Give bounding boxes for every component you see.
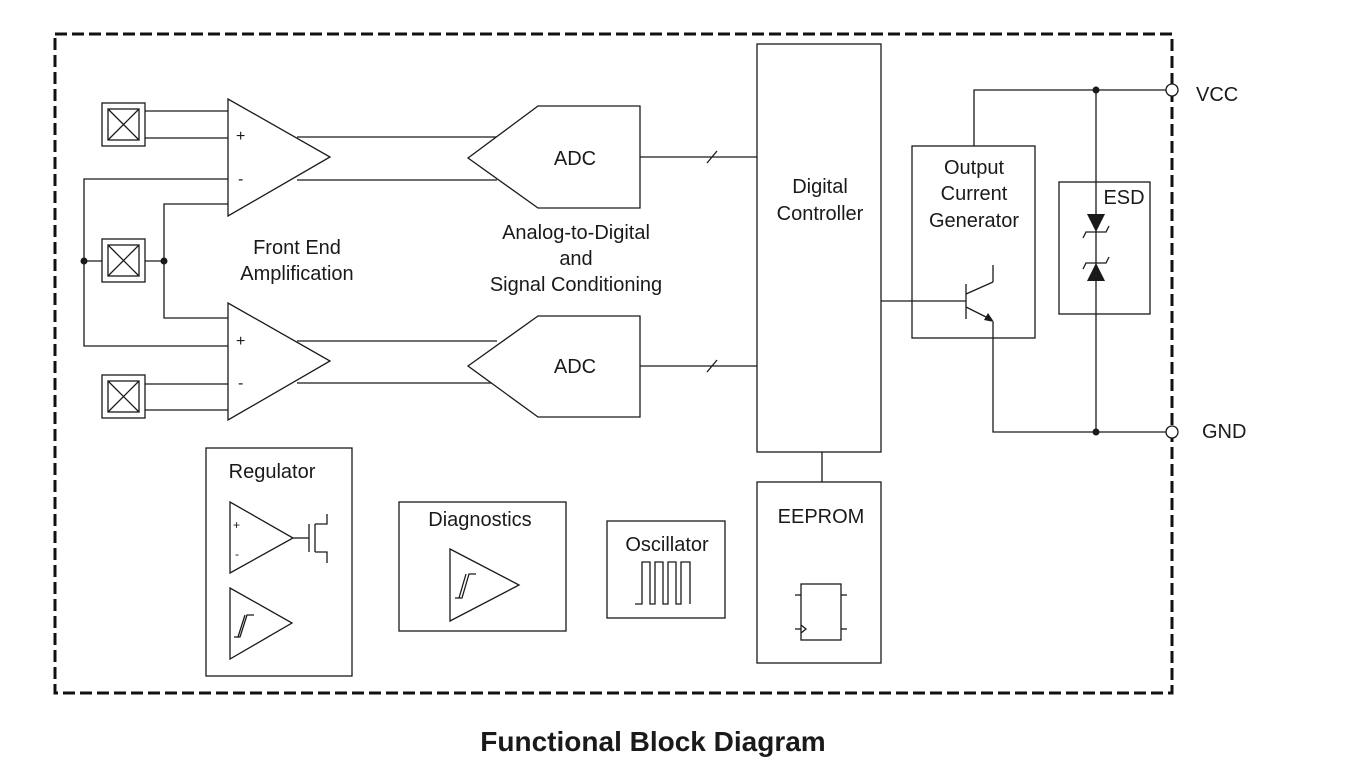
adc-bottom-label: ADC: [554, 356, 596, 378]
esd-block: ESD: [1058, 181, 1151, 315]
eeprom-label: EEPROM: [778, 506, 865, 528]
ocg-label-line2: Current: [941, 183, 1008, 205]
flip-flop-icon: [795, 583, 847, 641]
digital-controller-label-line2: Controller: [777, 203, 864, 225]
regulator-label: Regulator: [229, 461, 316, 483]
amp-bottom-minus: -: [238, 375, 243, 392]
adc-bottom-block: ADC: [466, 315, 641, 418]
adc-top-label: ADC: [554, 148, 596, 170]
gnd-label: GND: [1202, 421, 1246, 443]
vcc-label: VCC: [1196, 84, 1238, 106]
schmitt-trigger-icon: [449, 547, 521, 623]
regulator-block: Regulator + -: [205, 447, 353, 677]
adc-section-label-line1: Analog-to-Digital: [502, 222, 650, 244]
power-rails: [973, 86, 1166, 436]
chip-boundary: [53, 32, 1174, 695]
front-end-wiring: [80, 110, 228, 411]
regulator-plus: +: [233, 518, 240, 532]
regulator-comparator-icon: [229, 586, 294, 661]
diagnostics-block: Diagnostics: [398, 501, 567, 632]
adc-top-block: ADC: [466, 105, 641, 209]
hall-sensor-middle: [101, 238, 146, 283]
amp-bottom-plus: +: [236, 333, 245, 350]
oscillator-block: Oscillator: [606, 520, 726, 619]
adc-to-controller-bus: [640, 150, 757, 373]
amp-top-plus: +: [236, 128, 245, 145]
hall-sensor-bottom: [101, 374, 146, 419]
vcc-pin: VCC: [1165, 83, 1238, 106]
amp-top-minus: -: [238, 171, 243, 188]
oscillator-label: Oscillator: [625, 534, 709, 556]
ocg-label-line1: Output: [944, 157, 1004, 179]
amplifier-top: + -: [227, 97, 332, 218]
diagnostics-label: Diagnostics: [428, 509, 531, 531]
zener-diode-icon: [1082, 214, 1110, 281]
gnd-pin: GND: [1165, 421, 1246, 443]
diagram-title: Functional Block Diagram: [480, 726, 825, 757]
adc-section-label-line2: and: [559, 248, 592, 270]
digital-controller-label-line1: Digital: [792, 176, 848, 198]
front-end-label-line2: Amplification: [240, 263, 353, 285]
esd-label: ESD: [1103, 187, 1144, 209]
ocg-label-line3: Generator: [929, 210, 1019, 232]
digital-controller-block: Digital Controller: [756, 43, 882, 453]
amplifier-bottom: + -: [227, 301, 332, 422]
output-current-generator-block: Output Current Generator: [881, 145, 1036, 339]
hall-sensor-top: [101, 102, 146, 147]
front-end-label-line1: Front End: [253, 237, 341, 259]
square-wave-icon: [635, 561, 691, 605]
regulator-opamp-icon: + -: [229, 500, 328, 575]
adc-section-label-line3: Signal Conditioning: [490, 274, 662, 296]
transistor-icon: [881, 265, 994, 322]
amp-to-adc-wiring: [297, 136, 497, 384]
regulator-minus: -: [235, 547, 239, 561]
eeprom-block: EEPROM: [756, 481, 882, 664]
